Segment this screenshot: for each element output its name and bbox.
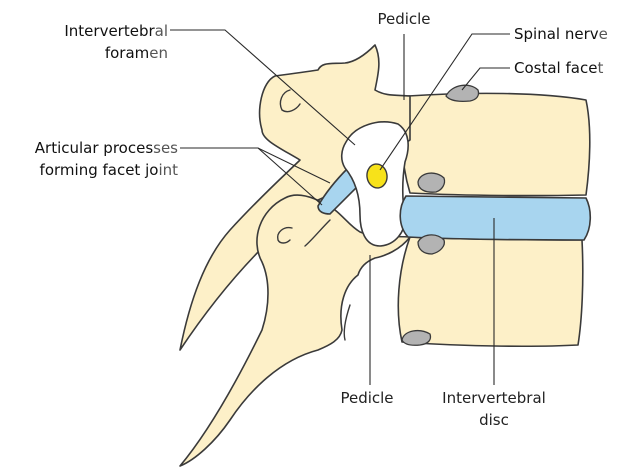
lower-arch-spine-detail — [344, 305, 350, 340]
label-intervertebral-disc-line1: Intervertebral — [442, 389, 546, 407]
costal-facet-upper — [446, 85, 479, 101]
costal-facet-lower — [402, 331, 431, 346]
costal-facet-upper-demi — [418, 173, 445, 192]
label-articular-line1: Articular processes — [35, 139, 178, 157]
label-intervertebral-foramen-line2: foramen — [105, 44, 168, 62]
label-intervertebral-disc-line2: disc — [479, 411, 509, 429]
label-pedicle-bottom: Pedicle — [340, 389, 393, 407]
label-pedicle-top: Pedicle — [377, 10, 430, 28]
intervertebral-disc — [400, 196, 590, 240]
label-intervertebral-foramen-line1: Intervertebral — [64, 22, 168, 40]
label-costal-facet: Costal facet — [514, 59, 603, 77]
label-articular-line2: forming facet joint — [40, 161, 179, 179]
label-spinal-nerve: Spinal nerve — [514, 25, 608, 43]
